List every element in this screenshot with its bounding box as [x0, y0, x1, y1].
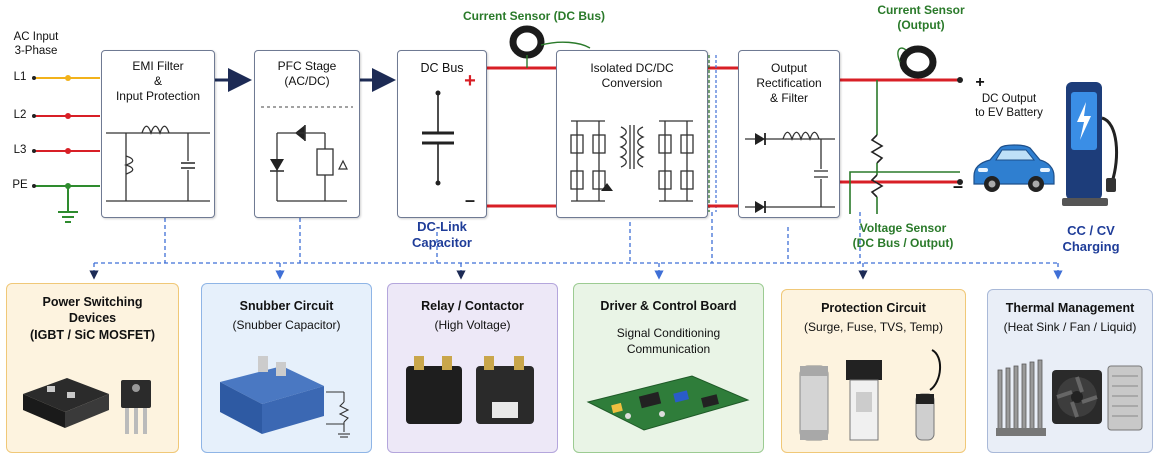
emi-title-line2: & [153, 74, 162, 88]
charging-line2: Charging [1062, 239, 1120, 255]
panel-driver-sub-line1: Signal Conditioning [616, 326, 721, 340]
dc-output-minus: – [952, 176, 963, 196]
panel-relay: Relay / Contactor (High Voltage) [387, 283, 558, 453]
pfc-schematic [261, 106, 353, 202]
emi-title-line1: EMI Filter [132, 59, 184, 73]
isolated-dcdc-block: Isolated DC/DC Conversion [556, 50, 708, 218]
pfc-title-line1: PFC Stage [277, 59, 337, 73]
ac-input-title: AC Input 3-Phase [8, 30, 64, 59]
igbt-module-image [23, 378, 151, 434]
panel-driver-title: Driver & Control Board [600, 299, 737, 313]
panel-snubber: Snubber Circuit (Snubber Capacitor) [201, 283, 372, 453]
output-rectification-block: Output Rectification & Filter [738, 50, 840, 218]
dc-negative-rail [485, 180, 960, 208]
control-bus [89, 212, 1063, 280]
panel-thermal-subtitle: (Heat Sink / Fan / Liquid) [1003, 320, 1137, 334]
relay-contactor-image [406, 356, 534, 424]
voltage-sensor-label: Voltage Sensor (DC Bus / Output) [838, 221, 968, 251]
panel-power-switching-title-line2: Devices [68, 311, 117, 326]
current-output-line2: (Output) [897, 18, 945, 32]
ac-input-title-line1: AC Input [13, 31, 59, 43]
current-sensor-output-label: Current Sensor (Output) [866, 3, 976, 33]
snubber-capacitor-image [220, 356, 350, 438]
dc-output-line1: DC Output [981, 93, 1037, 105]
dc-link-line2: Capacitor [412, 235, 472, 251]
ev-charger-icon [1062, 82, 1119, 206]
current-sensor-output [897, 45, 937, 79]
output-title-line3: & Filter [769, 91, 808, 105]
panel-relay-subtitle: (High Voltage) [434, 318, 511, 332]
thermal-components-image [996, 359, 1143, 436]
panel-power-switching: Power Switching Devices (IGBT / SiC MOSF… [6, 283, 179, 453]
current-output-line1: Current Sensor [877, 3, 965, 17]
panel-power-switching-title-line1: Power Switching [42, 295, 143, 309]
ac-input-title-line2: 3-Phase [14, 45, 58, 58]
current-sensor-dc-bus-label: Current Sensor (DC Bus) [462, 9, 605, 23]
dc-link-capacitor-label: DC-Link Capacitor [392, 219, 492, 252]
pfc-stage-block: PFC Stage (AC/DC) [254, 50, 360, 218]
panel-power-switching-title: Power Switching Devices (IGBT / SiC MOSF… [7, 294, 178, 343]
panel-relay-title: Relay / Contactor [421, 299, 524, 313]
ac-phase-lines [32, 75, 100, 223]
output-title-line2: Rectification [756, 76, 822, 90]
panel-thermal-title: Thermal Management [1005, 301, 1135, 315]
dc-output-plus: + [975, 74, 985, 91]
phase-l1-label: L1 [13, 71, 27, 83]
panel-protection-title: Protection Circuit [821, 301, 926, 315]
panel-driver-sub-line2: Communication [626, 341, 711, 356]
panel-thermal: Thermal Management (Heat Sink / Fan / Li… [987, 289, 1153, 453]
panel-protection-subtitle: (Surge, Fuse, TVS, Temp) [804, 320, 943, 334]
current-sensor-dc-bus [509, 25, 591, 68]
emi-filter-schematic [106, 125, 210, 202]
panel-power-switching-title-line3: (IGBT / SiC MOSFET) [30, 327, 155, 342]
charging-label: CC / CV Charging [1036, 223, 1146, 256]
isolated-title-line1: Isolated DC/DC [590, 61, 674, 75]
protection-components-image [799, 349, 941, 441]
phase-l2-label: L2 [13, 109, 27, 121]
pfc-title-line2: (AC/DC) [284, 74, 330, 88]
panel-snubber-subtitle: (Snubber Capacitor) [232, 318, 341, 332]
dc-positive-rail [485, 55, 960, 212]
phase-pe-label: PE [12, 179, 28, 191]
dc-link-capacitor-symbol [422, 90, 454, 186]
dc-bus-title: DC Bus [420, 61, 464, 75]
panel-protection: Protection Circuit (Surge, Fuse, TVS, Te… [781, 289, 966, 453]
charging-line1: CC / CV [1067, 223, 1115, 238]
dc-bus-plus: + [464, 70, 476, 92]
phase-l3-label: L3 [13, 144, 27, 156]
isolated-dcdc-schematic [570, 120, 694, 202]
ev-car-icon [973, 144, 1055, 192]
control-board-image [586, 375, 750, 431]
emi-filter-block: EMI Filter & Input Protection [101, 50, 215, 218]
panel-driver-control: Driver & Control Board Signal Conditioni… [573, 283, 764, 453]
voltage-divider [849, 77, 963, 214]
isolated-title-line2: Conversion [601, 76, 663, 90]
emi-title-line3: Input Protection [115, 89, 201, 103]
dc-output-label: DC Output to EV Battery [966, 92, 1052, 121]
dc-output-line2: to EV Battery [975, 107, 1043, 120]
output-title-line1: Output [770, 61, 808, 75]
dc-link-line1: DC-Link [417, 219, 467, 234]
panel-snubber-title: Snubber Circuit [239, 299, 334, 313]
panel-driver-subtitle: Signal Conditioning Communication [574, 326, 763, 357]
dc-bus-block: DC Bus + – [397, 50, 487, 218]
voltage-line1: Voltage Sensor [859, 221, 947, 235]
output-rectifier-schematic [745, 131, 835, 213]
voltage-line2: (DC Bus / Output) [852, 236, 954, 250]
dc-bus-minus: – [464, 190, 475, 210]
